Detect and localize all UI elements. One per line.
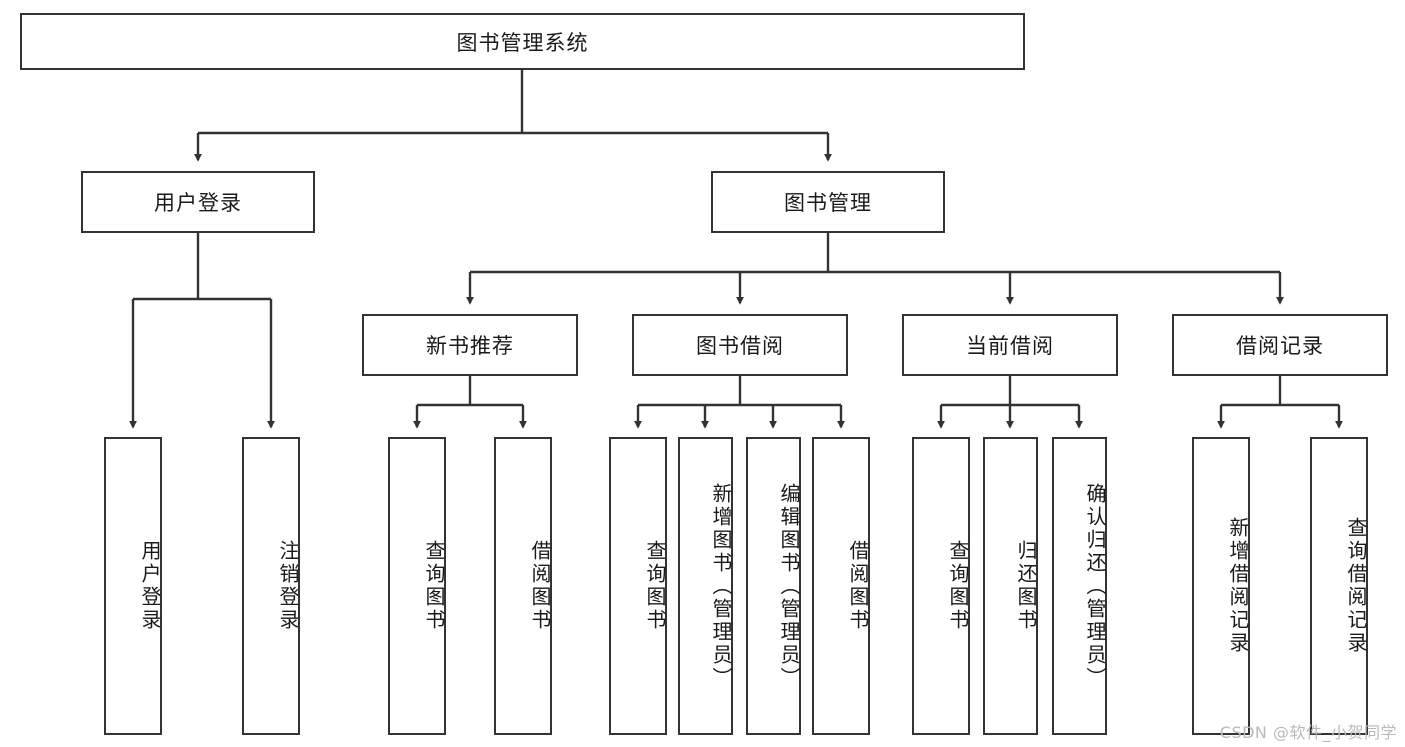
leaf-query-book-2-label: 查询图书 xyxy=(643,540,667,632)
leaf-logout-login-label: 注销登录 xyxy=(276,540,300,632)
node-current-borrow-label: 当前借阅 xyxy=(966,334,1054,358)
node-current-borrow[interactable]: 当前借阅 xyxy=(902,314,1118,376)
leaf-query-book-1[interactable]: 查询图书 xyxy=(388,437,446,735)
node-book-management[interactable]: 图书管理 xyxy=(711,171,945,233)
leaf-user-login-label: 用户登录 xyxy=(138,540,162,632)
node-user-login[interactable]: 用户登录 xyxy=(81,171,315,233)
leaf-edit-book-admin[interactable]: 编辑图书（管理员） xyxy=(746,437,801,735)
leaf-add-book-admin[interactable]: 新增图书（管理员） xyxy=(678,437,733,735)
node-new-book-recommend[interactable]: 新书推荐 xyxy=(362,314,578,376)
leaf-query-book-1-label: 查询图书 xyxy=(422,540,446,632)
leaf-borrow-book-1[interactable]: 借阅图书 xyxy=(494,437,552,735)
leaf-user-login[interactable]: 用户登录 xyxy=(104,437,162,735)
leaf-query-borrow-record-label: 查询借阅记录 xyxy=(1344,517,1368,655)
leaf-add-borrow-record-label: 新增借阅记录 xyxy=(1226,517,1250,655)
leaf-return-book-label: 归还图书 xyxy=(1014,540,1038,632)
node-book-borrow[interactable]: 图书借阅 xyxy=(632,314,848,376)
node-new-book-recommend-label: 新书推荐 xyxy=(426,334,514,358)
leaf-borrow-book-2-label: 借阅图书 xyxy=(846,540,870,632)
leaf-add-book-admin-label: 新增图书（管理员） xyxy=(709,482,733,690)
leaf-edit-book-admin-label: 编辑图书（管理员） xyxy=(777,482,801,690)
leaf-logout-login[interactable]: 注销登录 xyxy=(242,437,300,735)
leaf-query-book-3-label: 查询图书 xyxy=(946,540,970,632)
node-borrow-records-label: 借阅记录 xyxy=(1236,334,1324,358)
leaf-add-borrow-record[interactable]: 新增借阅记录 xyxy=(1192,437,1250,735)
leaf-confirm-return-admin-label: 确认归还（管理员） xyxy=(1083,482,1107,690)
leaf-query-borrow-record[interactable]: 查询借阅记录 xyxy=(1310,437,1368,735)
node-borrow-records[interactable]: 借阅记录 xyxy=(1172,314,1388,376)
node-book-borrow-label: 图书借阅 xyxy=(696,334,784,358)
node-book-management-label: 图书管理 xyxy=(784,191,872,215)
node-root-label: 图书管理系统 xyxy=(456,30,589,55)
leaf-query-book-2[interactable]: 查询图书 xyxy=(609,437,667,735)
leaf-borrow-book-2[interactable]: 借阅图书 xyxy=(812,437,870,735)
leaf-borrow-book-1-label: 借阅图书 xyxy=(528,540,552,632)
leaf-confirm-return-admin[interactable]: 确认归还（管理员） xyxy=(1052,437,1107,735)
node-user-login-label: 用户登录 xyxy=(154,191,242,215)
leaf-query-book-3[interactable]: 查询图书 xyxy=(912,437,970,735)
leaf-return-book[interactable]: 归还图书 xyxy=(983,437,1038,735)
watermark: CSDN @软件_小贺同学 xyxy=(1219,723,1397,742)
node-root[interactable]: 图书管理系统 xyxy=(20,13,1025,70)
